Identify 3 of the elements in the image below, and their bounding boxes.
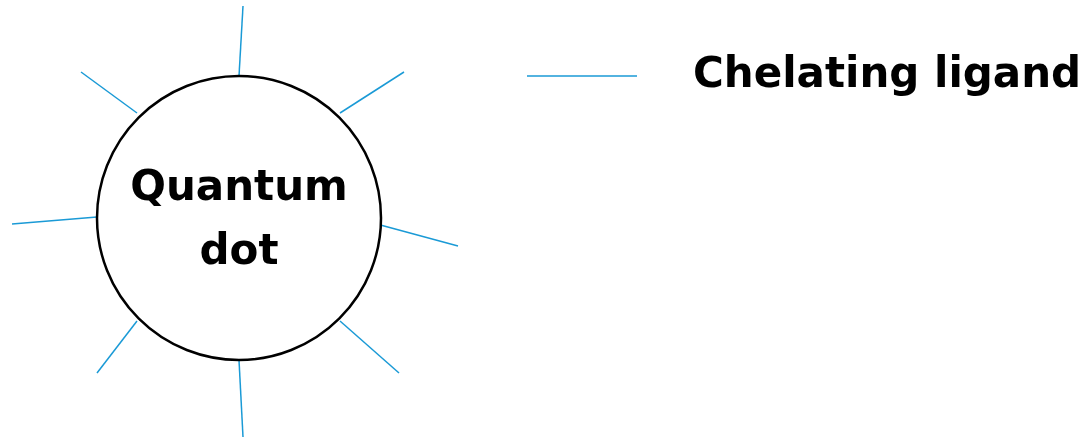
node-label: Quantum dot: [129, 160, 349, 276]
quantum-dot-circle: [95, 74, 383, 362]
legend-label: Chelating ligand: [693, 48, 1082, 97]
